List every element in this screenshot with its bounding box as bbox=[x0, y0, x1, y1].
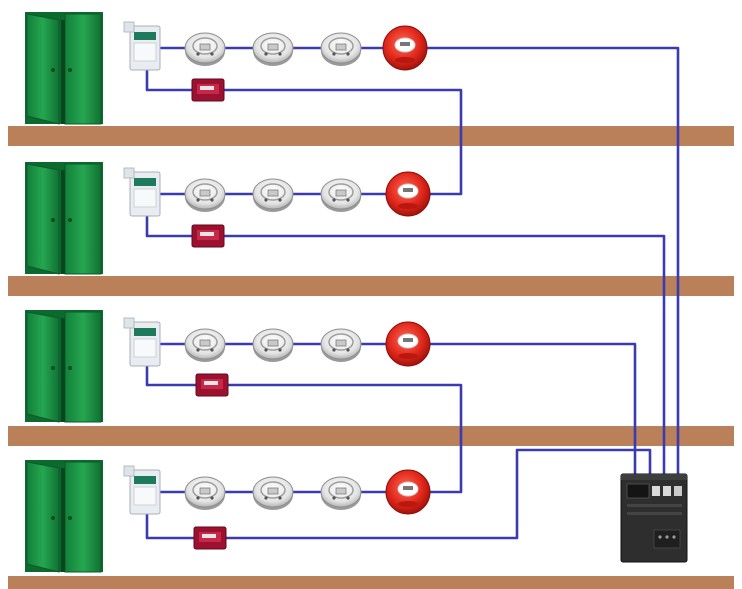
smoke-detector-icon bbox=[320, 476, 362, 511]
floor-slab-4 bbox=[8, 576, 734, 589]
door-icon bbox=[24, 309, 104, 423]
smoke-detector-icon bbox=[252, 178, 294, 213]
smoke-detector-icon bbox=[184, 476, 226, 511]
fire-bell-icon bbox=[385, 171, 431, 217]
floor-slab-3 bbox=[8, 426, 734, 446]
wire-floor-4-callpoint bbox=[145, 448, 652, 540]
fire-alarm-control-panel-icon bbox=[620, 473, 688, 563]
manual-call-point-icon bbox=[191, 78, 225, 102]
wire-floor-1-detectors bbox=[147, 46, 680, 474]
fire-bell-icon bbox=[385, 469, 431, 515]
smoke-detector-icon bbox=[184, 178, 226, 213]
smoke-detector-icon bbox=[320, 178, 362, 213]
door-icon bbox=[24, 11, 104, 125]
panel-module-icon bbox=[123, 167, 161, 217]
smoke-detector-icon bbox=[320, 32, 362, 67]
manual-call-point-icon bbox=[191, 224, 225, 248]
panel-module-icon bbox=[123, 465, 161, 515]
smoke-detector-icon bbox=[252, 328, 294, 363]
floor-1 bbox=[24, 11, 428, 125]
floor-slab-1 bbox=[8, 126, 734, 146]
door-icon bbox=[24, 459, 104, 573]
fire-bell-icon bbox=[385, 321, 431, 367]
floor-slab-2 bbox=[8, 276, 734, 296]
floor-3 bbox=[24, 309, 431, 423]
wire-floor-3-detectors bbox=[147, 342, 637, 474]
manual-call-point-icon bbox=[193, 526, 227, 550]
door-icon bbox=[24, 161, 104, 275]
wire-floor-2-callpoint bbox=[145, 206, 666, 474]
floor-2 bbox=[24, 161, 431, 275]
smoke-detector-icon bbox=[184, 328, 226, 363]
smoke-detector-icon bbox=[320, 328, 362, 363]
smoke-detector-icon bbox=[252, 32, 294, 67]
wire-floor-1-callpoint bbox=[145, 60, 463, 196]
wire-floor-3-callpoint bbox=[145, 356, 463, 494]
fire-bell-icon bbox=[382, 25, 428, 71]
panel-module-icon bbox=[123, 21, 161, 71]
smoke-detector-icon bbox=[184, 32, 226, 67]
panel-module-icon bbox=[123, 317, 161, 367]
smoke-detector-icon bbox=[252, 476, 294, 511]
manual-call-point-icon bbox=[195, 373, 229, 397]
floor-4 bbox=[24, 459, 431, 573]
